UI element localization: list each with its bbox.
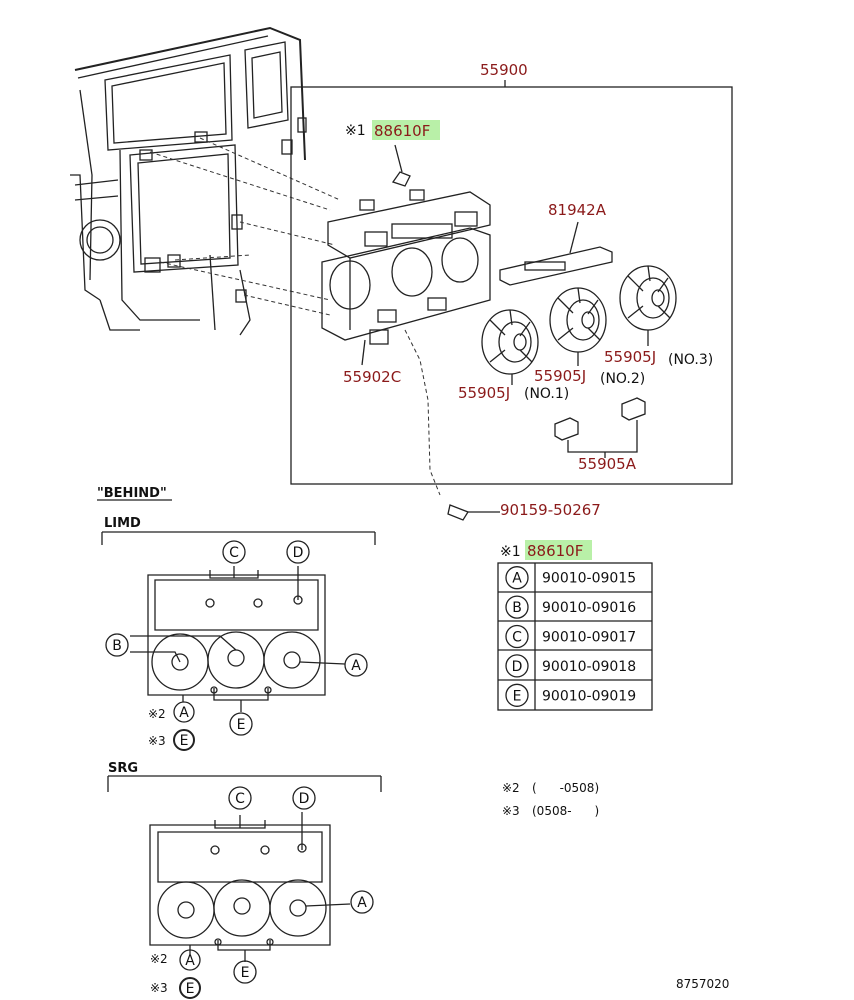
clip-right-icon [621, 397, 646, 421]
legend-part-number[interactable]: 90010-09019 [542, 688, 636, 704]
bulb-ref-mark: ※1 [345, 123, 366, 139]
legend-letter: C [512, 630, 522, 646]
control-housing: 55902C [321, 189, 491, 386]
knob-no3-icon [619, 265, 677, 331]
knob-no1-icon [481, 309, 539, 375]
assembly-box: 55900 [290, 61, 733, 485]
note3-text: (0508- ) [532, 804, 599, 818]
legend-part-number[interactable]: 90010-09016 [542, 600, 636, 616]
legend-letter-circle [505, 566, 529, 590]
screw-icon [447, 504, 469, 521]
legend-part-number[interactable]: 90010-09015 [542, 571, 636, 587]
limd-panel [130, 566, 346, 712]
label-no3: (NO.3) [668, 352, 713, 368]
limd-note3-mark: ※3 [148, 734, 166, 748]
srg-callout-a: A [185, 953, 195, 969]
clip-left-icon [554, 417, 579, 441]
srg-callout-c: C [235, 791, 245, 807]
label-knob-3[interactable]: 55905J [604, 348, 656, 366]
srg-note3-mark: ※3 [150, 981, 168, 995]
limd-callout-c: C [229, 545, 239, 561]
legend-letter-circle [505, 683, 529, 707]
label-no2: (NO.2) [600, 371, 645, 387]
bulb-callout: ※1 88610F [345, 120, 440, 187]
srg-panel [149, 812, 351, 962]
legend-highlight [525, 540, 592, 560]
notes: ※2 ( -0508) ※3 (0508- ) [502, 781, 599, 818]
knobs: 55905J (NO.1) 55905J (NO.2) 55905J (NO.3… [458, 265, 713, 402]
limd-callout-e: E [237, 717, 246, 733]
label-screw[interactable]: 90159-50267 [500, 501, 601, 519]
limd-note2-mark: ※2 [148, 707, 166, 721]
section-srg: SRG [108, 761, 138, 776]
section-limd: LIMD [104, 516, 141, 531]
limd-callout-e-bold: E [180, 733, 189, 749]
callout-circles: C D B A A E E C D A A E E [105, 540, 374, 999]
legend-mark: ※1 [500, 544, 521, 560]
legend-part-number[interactable]: 90010-09018 [542, 659, 636, 675]
legend-letter: E [513, 688, 522, 704]
srg-callout-a-right: A [357, 895, 367, 911]
legend-letter: A [512, 571, 522, 587]
label-knob-1[interactable]: 55905J [458, 384, 510, 402]
label-panel[interactable]: 81942A [548, 201, 607, 219]
label-bulb[interactable]: 88610F [374, 122, 430, 140]
legend-letter: D [512, 659, 523, 675]
limd-callout-b: B [112, 638, 122, 654]
note3-mark: ※3 [502, 804, 520, 818]
legend-letter: B [512, 600, 522, 616]
legend-part-number[interactable]: 90010-09017 [542, 630, 636, 646]
limd-callout-a: A [179, 705, 189, 721]
srg-callout-e-bold: E [186, 981, 195, 997]
note2-mark: ※2 [502, 781, 520, 795]
display-panel: 81942A [499, 201, 613, 286]
behind-section: "BEHIND" LIMD SRG [97, 486, 382, 999]
label-knob-2[interactable]: 55905J [534, 367, 586, 385]
legend-letter-circle [505, 624, 529, 649]
srg-callout-e: E [241, 965, 250, 981]
label-clip[interactable]: 55905A [578, 455, 637, 473]
note2-text: ( -0508) [532, 781, 599, 795]
label-panel-housing[interactable]: 55902C [343, 368, 401, 386]
dashboard-sketch [70, 26, 341, 336]
behind-title: "BEHIND" [97, 486, 167, 501]
knob-no2-icon [549, 287, 607, 353]
legend-part[interactable]: 88610F [527, 542, 583, 560]
label-assembly[interactable]: 55900 [480, 61, 528, 79]
bulb-highlight [372, 120, 440, 140]
srg-note2-mark: ※2 [150, 952, 168, 966]
bulb-icon [391, 171, 411, 187]
srg-callout-d: D [299, 791, 310, 807]
label-no1: (NO.1) [524, 386, 569, 402]
limd-callout-d: D [293, 545, 304, 561]
limd-callout-a-right: A [351, 658, 361, 674]
diagram-code: 8757020 [676, 977, 729, 991]
clips: 55905A [554, 397, 646, 473]
legend-letter-circle [505, 654, 529, 678]
legend-letter-circle [505, 595, 529, 619]
harness: 90159-50267 [404, 329, 601, 521]
